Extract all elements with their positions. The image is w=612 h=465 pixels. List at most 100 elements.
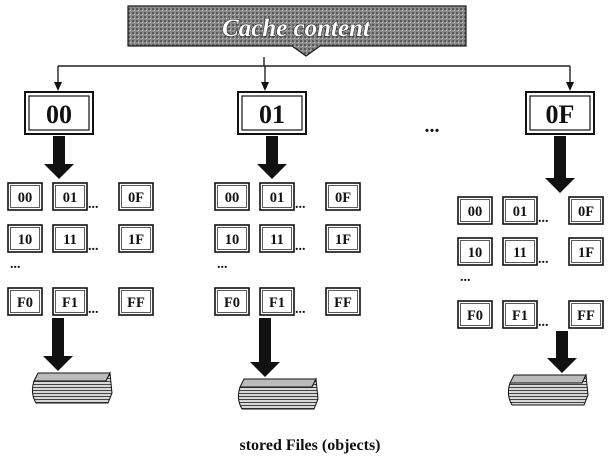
down-arrow-icon xyxy=(547,331,577,373)
row-ellipsis: ... xyxy=(538,211,549,226)
subdirectory-cell: 1F xyxy=(569,238,603,265)
directory-column: 00 00 01 0F... 10 11 1F... F0 F1 FF...... xyxy=(8,92,153,403)
subdirectory-label: F1 xyxy=(62,295,78,311)
subdirectory-cell: 1F xyxy=(119,225,153,252)
subdirectory-label: 00 xyxy=(18,190,33,206)
row-ellipsis: ... xyxy=(88,239,99,254)
subdirectory-label: 0F xyxy=(128,190,144,206)
subdirectory-cell: 1F xyxy=(326,225,360,252)
subdirectory-cell: F1 xyxy=(503,301,537,328)
subdirectory-label: FF xyxy=(577,308,595,324)
level1-label: 01 xyxy=(259,100,285,129)
down-arrow-icon xyxy=(545,136,575,193)
subdirectory-row: 00 01 0F... xyxy=(8,183,153,212)
disk-storage-icon xyxy=(508,375,588,405)
row-ellipsis: ... xyxy=(88,302,99,317)
row-ellipsis: ... xyxy=(295,239,306,254)
down-arrow-icon xyxy=(44,136,74,179)
subdirectory-row: 10 11 1F... xyxy=(458,238,603,267)
level1-directory: 01 xyxy=(238,92,306,134)
subdirectory-label: F0 xyxy=(224,295,240,311)
subdirectory-label: 10 xyxy=(225,232,240,248)
subdirectory-cell: F1 xyxy=(260,288,294,315)
subdirectory-label: 01 xyxy=(513,204,528,220)
subdirectory-row: 00 01 0F... xyxy=(215,183,360,212)
level1-directory: 0F xyxy=(526,92,594,134)
subdirectory-label: 1F xyxy=(578,245,594,261)
subdirectory-cell: 0F xyxy=(119,183,153,210)
row-ellipsis: ... xyxy=(538,315,549,330)
subdirectory-label: FF xyxy=(127,295,145,311)
rows-ellipsis: ... xyxy=(460,270,471,285)
subdirectory-label: 1F xyxy=(128,232,144,248)
subdirectory-cell: F0 xyxy=(458,301,492,328)
subdirectory-label: 01 xyxy=(63,190,78,206)
subdirectory-label: 0F xyxy=(335,190,351,206)
row-ellipsis: ... xyxy=(88,197,99,212)
subdirectory-label: 11 xyxy=(270,232,284,248)
subdirectory-label: 0F xyxy=(578,204,594,220)
level1-label: 0F xyxy=(546,100,575,129)
down-arrow-icon xyxy=(250,318,280,377)
subdirectory-label: F1 xyxy=(512,308,528,324)
subdirectory-label: 00 xyxy=(225,190,240,206)
subdirectory-cell: 0F xyxy=(326,183,360,210)
subdirectory-cell: 01 xyxy=(53,183,87,210)
root-connectors xyxy=(54,57,574,91)
subdirectory-cell: 10 xyxy=(215,225,249,252)
root-node: Cache content xyxy=(128,6,466,56)
subdirectory-cell: FF xyxy=(569,301,603,328)
level1-directory: 00 xyxy=(25,92,93,134)
subdirectory-cell: 00 xyxy=(458,197,492,224)
subdirectory-cell: F1 xyxy=(53,288,87,315)
subdirectory-row: 10 11 1F... xyxy=(215,225,360,254)
subdirectory-cell: 00 xyxy=(8,183,42,210)
subdirectory-cell: 10 xyxy=(8,225,42,252)
subdirectory-row: F0 F1 FF... xyxy=(8,288,153,317)
subdirectory-cell: 10 xyxy=(458,238,492,265)
subdirectory-label: 10 xyxy=(468,245,483,261)
subdirectory-label: 11 xyxy=(63,232,77,248)
subdirectory-cell: 0F xyxy=(569,197,603,224)
subdirectory-label: 11 xyxy=(513,245,527,261)
row-ellipsis: ... xyxy=(295,197,306,212)
directory-column: 01 00 01 0F... 10 11 1F... F0 F1 FF...... xyxy=(215,92,360,409)
subdirectory-label: F1 xyxy=(269,295,285,311)
level1-label: 00 xyxy=(46,100,72,129)
down-arrow-icon xyxy=(43,318,73,371)
subdirectory-label: F0 xyxy=(467,308,483,324)
directories-ellipsis: ... xyxy=(425,115,440,137)
subdirectory-cell: 01 xyxy=(260,183,294,210)
subdirectory-label: F0 xyxy=(17,295,33,311)
subdirectory-cell: 11 xyxy=(260,225,294,252)
subdirectory-cell: F0 xyxy=(8,288,42,315)
subdirectory-row: F0 F1 FF... xyxy=(215,288,360,317)
subdirectory-label: 10 xyxy=(18,232,33,248)
disk-storage-icon xyxy=(32,373,112,403)
row-ellipsis: ... xyxy=(295,302,306,317)
subdirectory-label: 01 xyxy=(270,190,285,206)
down-arrow-icon xyxy=(257,136,287,179)
rows-ellipsis: ... xyxy=(217,257,228,272)
subdirectory-row: F0 F1 FF... xyxy=(458,301,603,330)
subdirectory-cell: 11 xyxy=(503,238,537,265)
directory-column: 0F 00 01 0F... 10 11 1F... F0 F1 FF...... xyxy=(458,92,603,405)
subdirectory-cell: FF xyxy=(326,288,360,315)
disk-storage-icon xyxy=(238,379,318,409)
subdirectory-row: 00 01 0F... xyxy=(458,197,603,226)
subdirectory-cell: 11 xyxy=(53,225,87,252)
root-label: Cache content xyxy=(222,15,371,42)
subdirectory-cell: F0 xyxy=(215,288,249,315)
subdirectory-cell: 00 xyxy=(215,183,249,210)
subdirectory-label: FF xyxy=(334,295,352,311)
subdirectory-cell: FF xyxy=(119,288,153,315)
stored-files-caption: stored Files (objects) xyxy=(240,437,381,454)
subdirectory-label: 1F xyxy=(335,232,351,248)
subdirectory-label: 00 xyxy=(468,204,483,220)
row-ellipsis: ... xyxy=(538,252,549,267)
rows-ellipsis: ... xyxy=(10,257,21,272)
subdirectory-cell: 01 xyxy=(503,197,537,224)
subdirectory-row: 10 11 1F... xyxy=(8,225,153,254)
